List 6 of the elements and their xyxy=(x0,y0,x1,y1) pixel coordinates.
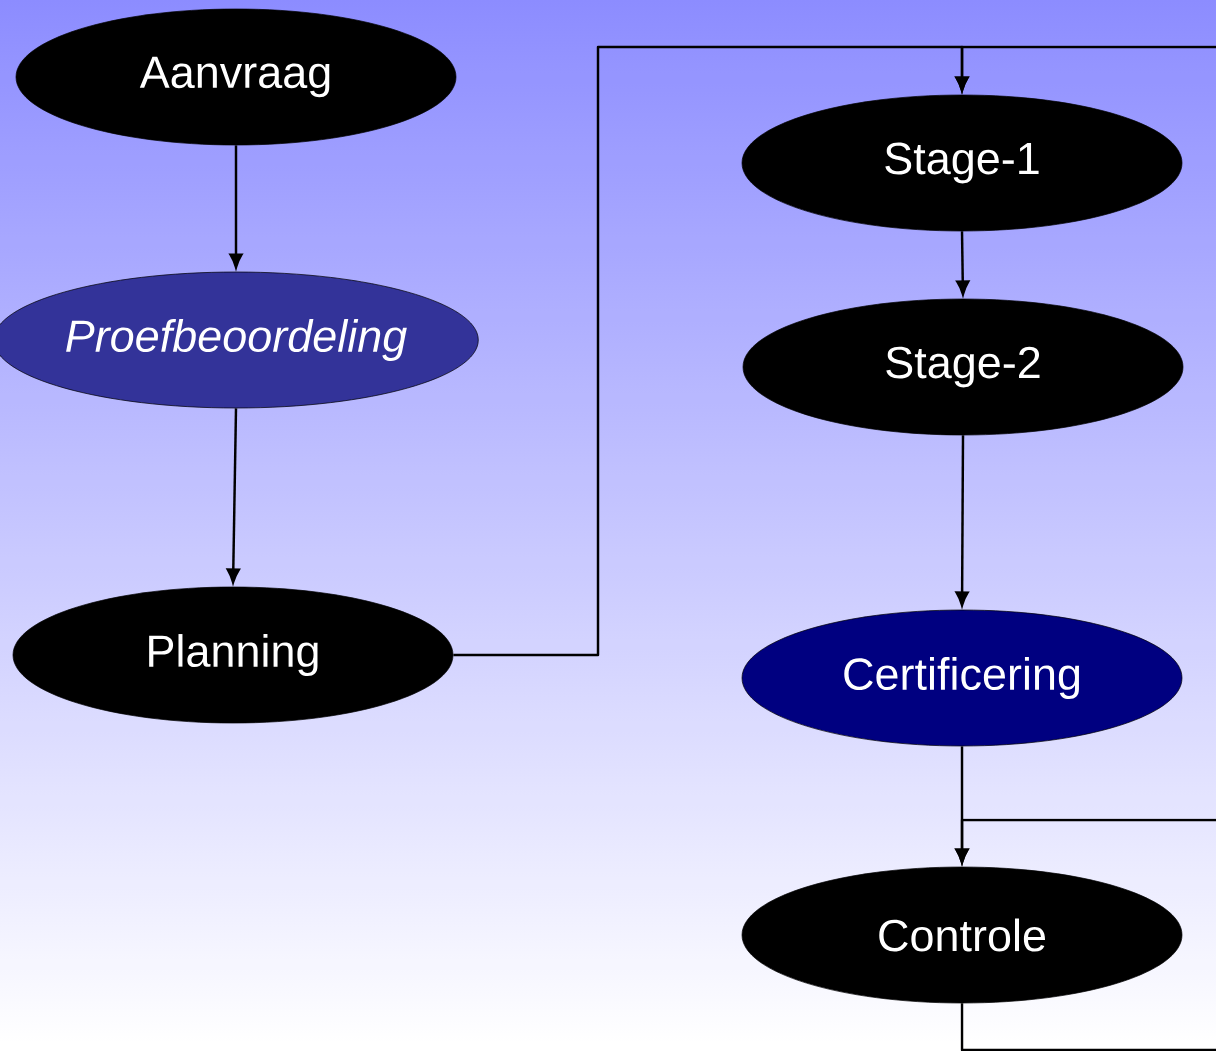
arrow xyxy=(955,435,969,607)
arrow xyxy=(226,408,240,584)
arrow xyxy=(956,231,970,296)
arrow xyxy=(955,45,1216,92)
arrow xyxy=(229,145,243,269)
arrow xyxy=(955,818,1216,864)
